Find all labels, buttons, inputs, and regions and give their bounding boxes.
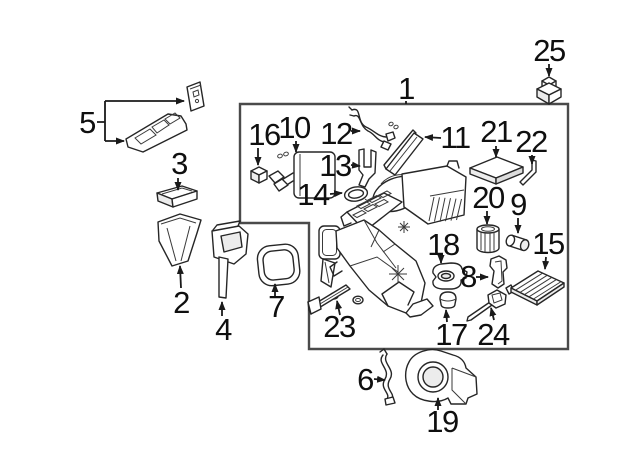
callout-3-label[interactable]: 3 [171, 146, 189, 181]
callout-8-label[interactable]: 8 [460, 259, 478, 294]
part-9-drawing [505, 234, 530, 252]
part-11-drawing [383, 129, 424, 176]
callout-16-label[interactable]: 16 [248, 117, 281, 152]
part-23-drawing [307, 284, 364, 315]
callout-1: 1 [398, 71, 416, 106]
callout-4: 4 [215, 301, 234, 347]
callout-3: 3 [171, 146, 189, 191]
callout-20: 20 [472, 180, 506, 225]
part-15-drawing [505, 270, 565, 306]
part-22-drawing [519, 159, 537, 186]
callout-13-arrow [350, 161, 361, 169]
part-8-drawing [489, 255, 508, 289]
callout-9-label[interactable]: 9 [510, 187, 528, 222]
callout-12-label[interactable]: 12 [320, 116, 353, 151]
callout-5-label[interactable]: 5 [79, 105, 97, 140]
callout-23: 23 [323, 300, 356, 344]
callout-11: 11 [424, 120, 471, 155]
callout-9: 9 [510, 187, 528, 234]
callout-2-arrow [176, 265, 184, 289]
callout-12: 12 [320, 116, 361, 151]
part-3-drawing [156, 185, 198, 208]
callout-2: 2 [173, 265, 191, 320]
callout-24: 24 [477, 307, 511, 352]
callout-23-arrow [335, 300, 343, 316]
callout-8: 8 [460, 259, 489, 294]
part-13-drawing [358, 148, 377, 188]
part-24-drawing [466, 289, 507, 322]
callout-24-label[interactable]: 24 [477, 317, 511, 352]
callout-13: 13 [319, 148, 361, 183]
callout-14-arrow [329, 190, 343, 198]
callout-16: 16 [248, 117, 281, 166]
callout-15-label[interactable]: 15 [532, 226, 565, 261]
callout-11-label[interactable]: 11 [440, 120, 471, 155]
callout-4-label[interactable]: 4 [215, 312, 234, 347]
part-21-drawing [469, 156, 524, 185]
callout-19-label[interactable]: 19 [426, 404, 459, 439]
callout-1-label[interactable]: 1 [398, 71, 416, 106]
callout-5-bracket [97, 101, 106, 141]
part-14-drawing [343, 186, 370, 203]
callout-21: 21 [480, 114, 513, 158]
callout-15: 15 [532, 226, 565, 270]
part-20-drawing [476, 224, 500, 254]
callout-7-label[interactable]: 7 [268, 289, 286, 324]
callout-10: 10 [278, 110, 312, 153]
callout-10-label[interactable]: 10 [278, 110, 312, 145]
assembly-group-box [238, 102, 570, 351]
part-5-drawing [125, 81, 205, 153]
callout-14: 14 [297, 177, 343, 212]
callout-6-arrow [373, 375, 386, 383]
part-4-drawing [211, 220, 249, 299]
part-7-drawing [256, 243, 301, 287]
callout-2-label[interactable]: 2 [173, 285, 191, 320]
sunburst-mark [389, 221, 410, 283]
callout-18: 18 [427, 227, 460, 264]
callout-20-label[interactable]: 20 [472, 180, 506, 215]
callout-24-arrow [489, 307, 497, 321]
callout-25-label[interactable]: 25 [533, 33, 566, 68]
callout-13-label[interactable]: 13 [319, 148, 352, 183]
callout-11-arrow [424, 134, 442, 141]
callout-7: 7 [268, 283, 286, 324]
callout-18-label[interactable]: 18 [427, 227, 460, 262]
callout-14-label[interactable]: 14 [297, 177, 331, 212]
callout-6: 6 [357, 362, 386, 397]
callout-5: 5 [79, 97, 185, 145]
part-1-drawing [318, 160, 467, 318]
callout-17-arrow [443, 309, 451, 323]
part-17-drawing [439, 291, 457, 309]
part-25-drawing [536, 76, 562, 105]
part-2-drawing [157, 213, 202, 267]
part-12-drawing [348, 106, 399, 151]
part-16-drawing [250, 166, 268, 184]
callout-21-label[interactable]: 21 [480, 114, 513, 149]
callout-15-arrow [542, 256, 550, 270]
callout-25: 25 [533, 33, 566, 77]
callout-17: 17 [435, 309, 468, 352]
callout-19: 19 [426, 397, 459, 439]
part-10-drawing [268, 151, 336, 199]
callout-22-label[interactable]: 22 [515, 124, 548, 159]
part-6-drawing [379, 348, 396, 406]
callout-22: 22 [515, 124, 548, 165]
callout-6-label[interactable]: 6 [357, 362, 375, 397]
part-19-drawing [404, 348, 478, 405]
part-18-drawing [432, 262, 468, 290]
callout-17-label[interactable]: 17 [435, 317, 468, 352]
